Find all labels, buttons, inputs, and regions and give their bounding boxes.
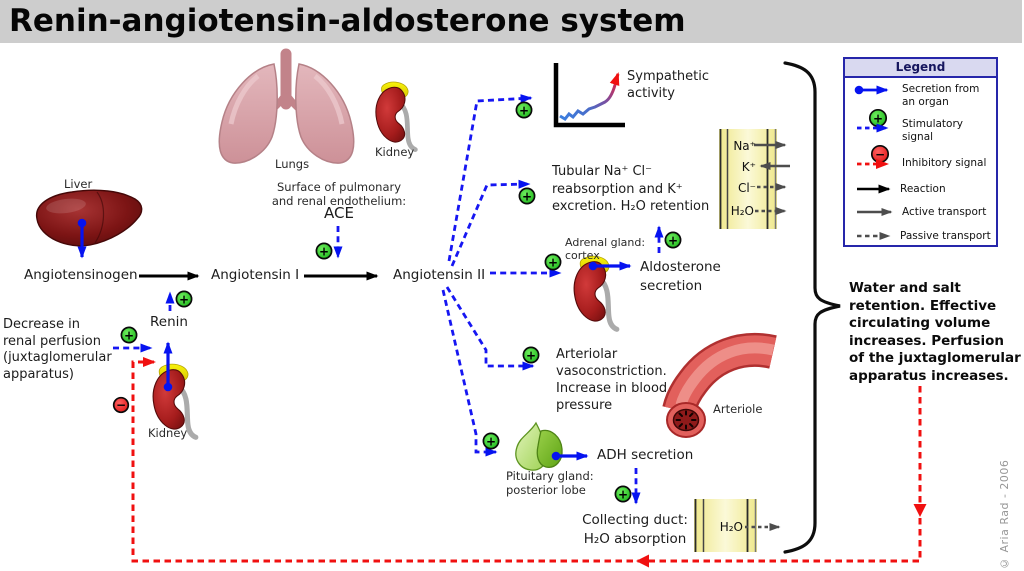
adrenal-gland-label: Adrenal gland: cortex: [565, 236, 646, 262]
legend-item-passive-transport: Passive transport: [900, 230, 991, 242]
legend-item-inhibitory: Inhibitory signal: [902, 157, 987, 169]
decrease-perfusion-label: Decrease in renal perfusion (juxtaglomer…: [3, 317, 112, 382]
legend-glyphs: + −: [854, 85, 893, 240]
plus-icon-adrenal: +: [544, 253, 562, 271]
stimulatory-plus-icons: + + + + + + + + + +: [120, 101, 682, 503]
ion-label-h2o: H₂O: [730, 204, 754, 218]
inhibitory-feedback-arrow: [131, 357, 922, 563]
svg-text:+: +: [486, 434, 496, 448]
pituitary-illustration: [515, 421, 563, 471]
legend-box: Legend + − Secretion from an organ Stimu…: [843, 57, 998, 247]
svg-text:+: +: [548, 255, 558, 269]
ion-label-na: Na⁺: [733, 139, 756, 153]
inhibitory-minus-icon: −: [112, 396, 130, 414]
ace-context-label: Surface of pulmonary and renal endotheli…: [271, 180, 407, 208]
plus-icon-collecting: +: [614, 485, 632, 503]
copyright-text: © Aria Rad - 2006: [998, 459, 1011, 570]
curly-brace: [783, 61, 841, 554]
plus-icon-sympathetic: +: [515, 101, 533, 119]
svg-text:+: +: [618, 487, 628, 501]
ion-label-k: K⁺: [741, 160, 756, 174]
ace-label: ACE: [324, 204, 354, 222]
svg-text:+: +: [522, 189, 532, 203]
lungs-label: Lungs: [275, 157, 310, 171]
page-title: Renin-angiotensin-aldosterone system: [9, 3, 686, 39]
stimulatory-arrow-arteriolar: [445, 286, 535, 371]
collecting-duct-label: Collecting duct: H₂O absorption: [582, 512, 688, 547]
kidney-illustration-top: [376, 82, 415, 150]
svg-text:+: +: [526, 348, 536, 362]
inhibitory-arrowhead-left: [636, 554, 649, 568]
svg-text:+: +: [668, 233, 678, 247]
adh-secretion-label: ADH secretion: [597, 447, 694, 463]
legend-title: Legend: [845, 59, 996, 78]
svg-text:+: +: [519, 103, 529, 117]
tubular-reabsorption-label: Tubular Na⁺ Cl⁻ reabsorption and K⁺ excr…: [552, 164, 710, 214]
tubule-membrane-bottom: [694, 499, 781, 552]
svg-text:+: +: [873, 112, 883, 126]
arteriole-label: Arteriole: [713, 402, 763, 416]
plus-icon-renin: +: [175, 290, 193, 308]
stimulatory-arrow-pituitary: [441, 289, 498, 457]
node-angiotensin-i: Angiotensin I: [211, 267, 300, 283]
sympathetic-activity-label: Sympathetic activity: [627, 69, 710, 101]
legend-item-secretion: Secretion from an organ: [902, 83, 980, 108]
svg-text:+: +: [179, 292, 189, 306]
plus-icon-perfusion: +: [120, 326, 138, 344]
lungs-illustration: [218, 48, 355, 164]
inhibitory-arrowhead-down: [913, 504, 927, 517]
plus-icon-adh: +: [482, 432, 500, 450]
stimulatory-arrow-tubular: [450, 179, 531, 267]
plus-icon-aldosterone-tubule: +: [664, 231, 682, 249]
stimulatory-arrow-sympathetic: [447, 94, 533, 262]
ion-label-h2o-bottom: H₂O: [719, 520, 743, 534]
liver-label: Liver: [64, 177, 93, 191]
svg-text:−: −: [875, 147, 885, 161]
kidney-top-label: Kidney: [375, 145, 415, 159]
arteriole-illustration: [662, 332, 777, 438]
node-angiotensinogen: Angiotensinogen: [24, 267, 138, 283]
kidney-bottom-label: Kidney: [148, 426, 188, 440]
legend-item-active-transport: Active transport: [902, 206, 987, 218]
legend-item-stimulatory: Stimulatory signal: [902, 118, 964, 143]
ion-label-cl: Cl⁻: [737, 181, 756, 195]
liver-illustration: [36, 189, 143, 247]
plus-icon-ace: +: [315, 242, 333, 260]
aldosterone-secretion-label: Aldosterone secretion: [640, 259, 721, 294]
node-angiotensin-ii: Angiotensin II: [393, 267, 486, 283]
svg-text:+: +: [319, 244, 329, 258]
title-bar: [0, 0, 1022, 43]
legend-item-reaction: Reaction: [900, 183, 946, 195]
plus-icon-tubular: +: [518, 187, 536, 205]
svg-text:−: −: [116, 398, 126, 412]
pituitary-gland-label: Pituitary gland: posterior lobe: [506, 469, 594, 497]
arteriolar-vasoconstriction-label: Arteriolar vasoconstriction. Increase in…: [556, 347, 668, 413]
svg-text:+: +: [124, 328, 134, 342]
tubule-membrane-top: [719, 129, 790, 229]
sympathetic-activity-chart: [553, 63, 625, 128]
summary-text: Water and salt retention. Effective circ…: [849, 280, 1021, 384]
plus-icon-arteriolar: +: [522, 346, 540, 364]
node-renin: Renin: [150, 314, 188, 330]
